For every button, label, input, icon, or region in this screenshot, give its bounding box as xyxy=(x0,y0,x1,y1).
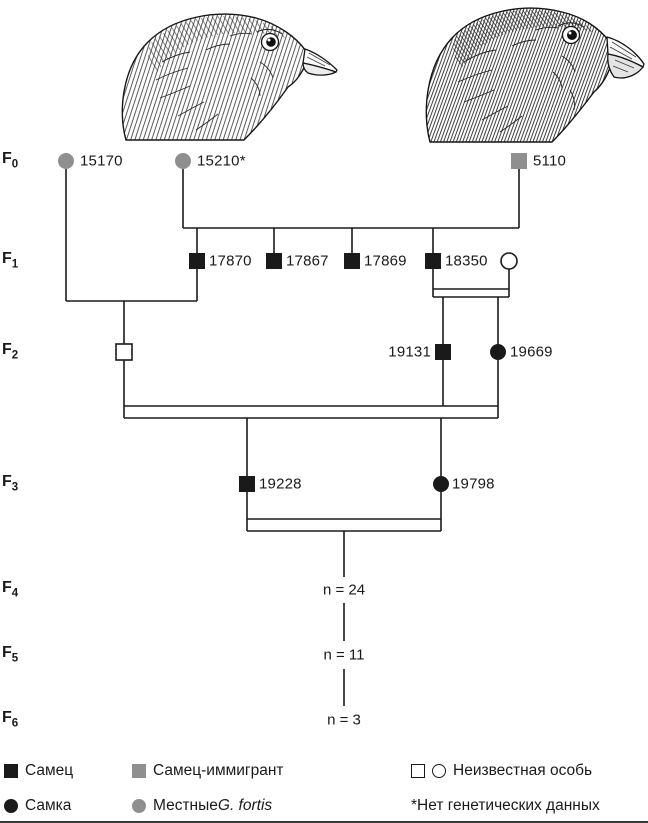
symbol-18350 xyxy=(425,253,441,269)
local-fortis-symbol-swatch xyxy=(132,798,146,813)
symbol-17869 xyxy=(344,253,360,269)
offspring-count-f6: n = 3 xyxy=(327,711,361,729)
label-19228: 19228 xyxy=(259,475,302,493)
generation-label-f6: F6 xyxy=(2,709,19,730)
symbol-19798 xyxy=(433,476,449,492)
generation-label-f2: F2 xyxy=(2,341,19,362)
generation-label-f0: F0 xyxy=(2,150,19,171)
legend-item-no-genetic-data: *Нет генетических данных xyxy=(411,798,600,814)
female-symbol-swatch xyxy=(4,798,18,813)
symbol-15210 xyxy=(175,153,191,169)
label-15170: 15170 xyxy=(80,152,123,170)
f1-f2-right-lines xyxy=(432,269,510,344)
legend-label-immigrant-male: Самец-иммигрант xyxy=(153,762,284,779)
male-symbol-swatch xyxy=(4,763,18,778)
symbol-unknown-female-f1 xyxy=(500,252,518,270)
label-5110: 5110 xyxy=(533,152,567,170)
label-15210: 15210* xyxy=(197,152,246,170)
generation-label-f3: F3 xyxy=(2,473,19,494)
legend-label-local-prefix: Местные xyxy=(153,797,218,814)
symbol-unknown-male-f2 xyxy=(115,343,133,361)
f1-f2-left-lines xyxy=(65,169,198,344)
offspring-count-f5: n = 11 xyxy=(323,646,365,664)
legend-item-female: Самка xyxy=(4,798,71,814)
pedigree-symbols xyxy=(58,153,527,492)
label-17869: 17869 xyxy=(364,252,407,270)
symbol-15170 xyxy=(58,153,74,169)
immigrant-male-symbol-swatch xyxy=(132,763,146,778)
symbol-5110 xyxy=(511,153,527,169)
legend-label-local-species: G. fortis xyxy=(217,797,273,814)
symbol-19228 xyxy=(239,476,255,492)
f3-f4-lines xyxy=(246,492,442,577)
legend-label-male: Самец xyxy=(25,762,74,779)
f2-f3-lines xyxy=(123,360,499,476)
symbol-19131 xyxy=(435,344,451,360)
label-19131: 19131 xyxy=(388,343,431,361)
f0-f1-lines xyxy=(182,169,520,253)
legend-item-immigrant-male: Самец-иммигрант xyxy=(132,763,284,779)
symbol-17867 xyxy=(266,253,282,269)
generation-label-f4: F4 xyxy=(2,579,19,600)
page-bottom-rule xyxy=(0,821,648,823)
unknown-male-symbol-swatch xyxy=(411,763,425,778)
pedigree-lines xyxy=(65,169,520,706)
big-bird-head-illustration xyxy=(425,7,645,143)
g-fortis-head-illustration xyxy=(121,13,338,141)
legend-label-no-genetic-data: *Нет генетических данных xyxy=(411,797,600,814)
label-17870: 17870 xyxy=(209,252,252,270)
label-19669: 19669 xyxy=(510,343,553,361)
label-19798: 19798 xyxy=(452,475,495,493)
offspring-count-f4: n = 24 xyxy=(322,581,366,599)
label-18350: 18350 xyxy=(445,252,488,270)
legend-item-unknown: Неизвестная особь xyxy=(411,763,592,779)
symbol-17870 xyxy=(189,253,205,269)
legend-item-male: Самец xyxy=(4,763,73,779)
legend-label-female: Самка xyxy=(25,797,72,814)
symbol-19669 xyxy=(490,344,506,360)
generation-label-f1: F1 xyxy=(2,250,19,271)
generation-label-f5: F5 xyxy=(2,644,19,665)
legend-label-unknown: Неизвестная особь xyxy=(453,762,593,779)
label-17867: 17867 xyxy=(286,252,329,270)
unknown-female-symbol-swatch xyxy=(432,763,446,778)
legend-item-local-fortis: Местные G. fortis xyxy=(132,798,272,814)
